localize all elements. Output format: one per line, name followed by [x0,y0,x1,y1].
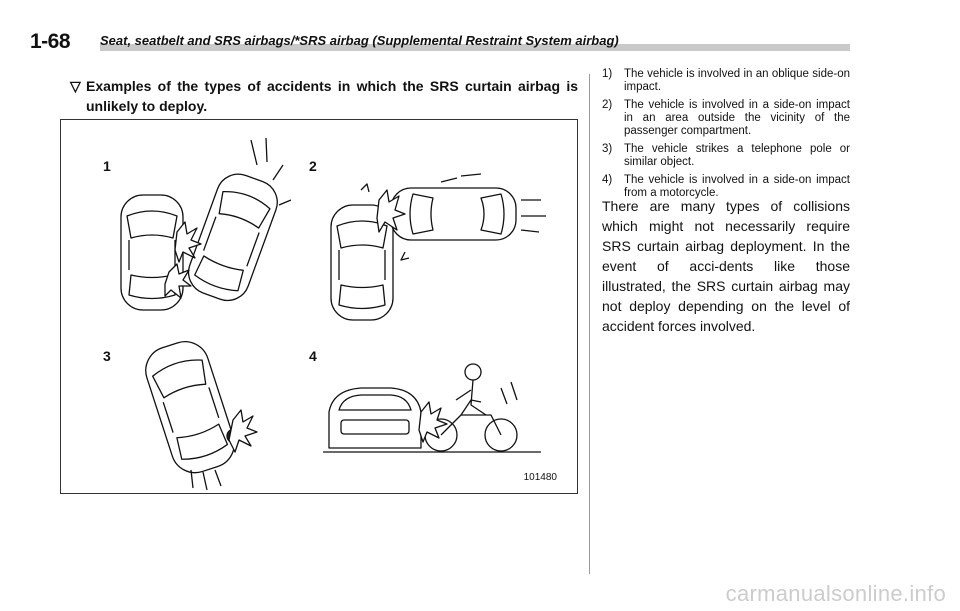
list-item: 1) The vehicle is involved in an oblique … [602,68,850,94]
page-header: 1-68 Seat, seatbelt and SRS airbags/*SRS… [30,30,850,54]
accident-list: 1) The vehicle is involved in an oblique … [602,68,850,205]
scene-motorcycle-impact [323,363,541,453]
figure-label-1: 1 [103,158,111,174]
list-text: The vehicle is involved in an oblique si… [624,68,850,93]
explanation-paragraph: There are many types of collisions which… [602,198,850,334]
figure-label-4: 4 [309,348,317,364]
scene-side-impact [330,173,546,321]
figure-code: 101480 [523,472,557,483]
list-item: 4) The vehicle is involved in a side-on i… [602,174,850,200]
list-number: 3) [602,143,613,155]
figure-label-2: 2 [309,158,317,174]
note-triangle-icon: ▽ [70,78,81,94]
section-title: Seat, seatbelt and SRS airbags/*SRS airb… [100,33,619,48]
list-text: The vehicle is involved in a side-on imp… [624,99,850,137]
lead-note: ▽ Examples of the types of accidents in … [70,76,578,116]
list-number: 4) [602,174,613,186]
scene-pole-impact [145,341,258,491]
list-text: The vehicle strikes a telephone pole or … [624,143,850,168]
column-divider [589,74,590,574]
scene-oblique-impact [120,137,292,311]
list-number: 1) [602,68,613,80]
accident-illustration [120,137,546,491]
watermark: carmanualsonline.info [725,581,946,606]
list-number: 2) [602,99,613,111]
list-item: 3) The vehicle strikes a telephone pole o… [602,143,850,169]
figure-label-3: 3 [103,348,111,364]
accident-figure: 1 2 3 4 101480 [60,119,578,494]
list-item: 2) The vehicle is involved in a side-on i… [602,99,850,138]
page-number: 1-68 [30,30,71,53]
list-text: The vehicle is involved in a side-on imp… [624,174,850,199]
lead-text: Examples of the types of accidents in wh… [86,78,578,114]
